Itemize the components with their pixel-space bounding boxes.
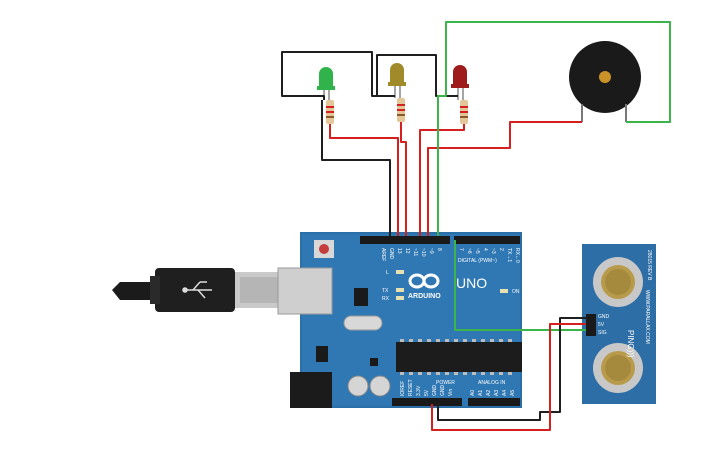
pin-label-4: 4 [482,248,488,251]
tx-led [396,288,404,292]
wire-red-pin12 [400,122,407,236]
brand-label: ARDUINO [408,293,441,300]
digital-header-right [454,236,520,244]
pin-label-11: ~11 [412,248,418,256]
pin-label-5v: 5V [424,389,430,396]
pin-label-a2: A2 [486,390,492,396]
analog-header-label: ANALOG IN [478,380,506,386]
pin-label-gnd-1: GND [432,385,438,397]
pin-label-2: 2 [498,248,504,251]
pin-label-5: ~5 [474,248,480,254]
wire-green-buzzer [437,21,671,331]
label-l: L [386,270,389,276]
pin-label-13: 13 [396,248,402,254]
arduino-logo-icon [408,273,440,289]
pin-label-9: ~9 [428,248,434,254]
pin-label-0: RX←0 [514,248,520,263]
pin-label-a4: A4 [502,390,508,396]
pin-label-a5: A5 [510,390,516,396]
reset-button[interactable] [319,244,329,254]
pin-label-a3: A3 [494,390,500,396]
label-on: ON [512,289,520,295]
pin-label-ioref: IOREF [400,381,406,396]
usb-icon [182,281,212,299]
wire-black-sensor-gnd [437,317,586,421]
piezo-buzzer [569,41,641,122]
arduino-board: L TX RX ON DIGITAL (PWM~) POWER ANALOG I… [277,232,522,408]
microcontroller-chip [396,342,522,372]
resistor-green [326,100,334,124]
label-tx: TX [382,288,389,294]
usb-cable [112,268,283,312]
on-led [500,289,508,293]
wire-red-pin13 [329,124,399,236]
sensor-pin-gnd: GND [598,314,610,320]
sensor-model: 28015 REV B [646,250,652,281]
ultrasonic-sensor: GND 5V SIG PING))) WWW.PARALLAX.COM 2801… [582,244,656,404]
resistor-red [460,100,468,124]
led-yellow [388,63,406,98]
wire-red-sensor-5v [431,323,586,431]
digital-header-label: DIGITAL (PWM~) [458,258,497,264]
digital-header-left [360,236,450,244]
wire-black-gnd [321,100,391,236]
power-header-label: POWER [436,380,455,386]
analog-header [468,398,520,406]
sensor-pin-5v: 5V [598,322,605,328]
sensor-name: PING))) [626,330,635,358]
label-rx: RX [382,296,390,302]
pin-label-gnd: GND [388,248,394,260]
pin-label-12: 12 [404,248,410,254]
pin-label-6: ~6 [466,248,472,254]
pin-label-vin: Vin [448,389,454,396]
l-led [396,270,404,274]
pin-label-a1: A1 [478,390,484,396]
sensor-url: WWW.PARALLAX.COM [644,290,650,344]
rx-led [396,296,404,300]
pin-label-8: 8 [436,248,442,251]
power-header [392,398,462,406]
wire-red-pin11 [419,124,465,236]
pin-label-10: ~10 [420,248,426,257]
pin-label-a0: A0 [470,390,476,396]
pin-labels: AREF GND 13 12 ~11 ~10 ~9 8 7 ~6 ~5 4 ~3… [380,248,520,396]
model-label: UNO [456,275,487,291]
wire-red-buzzer [427,121,582,236]
pin-label-aref: AREF [380,248,386,261]
pin-label-7: 7 [458,248,464,251]
pin-label-reset: RESET [408,379,414,396]
pin-label-1: TX→1 [506,248,512,262]
led-red [451,65,469,100]
wire-black-led-chain [281,51,458,100]
pin-label-3v3: 3.3V [416,385,422,396]
resistor-yellow [397,98,405,122]
sensor-pin-sig: SIG [598,330,607,336]
pin-label-3: ~3 [490,248,496,254]
pin-label-gnd-2: GND [440,385,446,397]
